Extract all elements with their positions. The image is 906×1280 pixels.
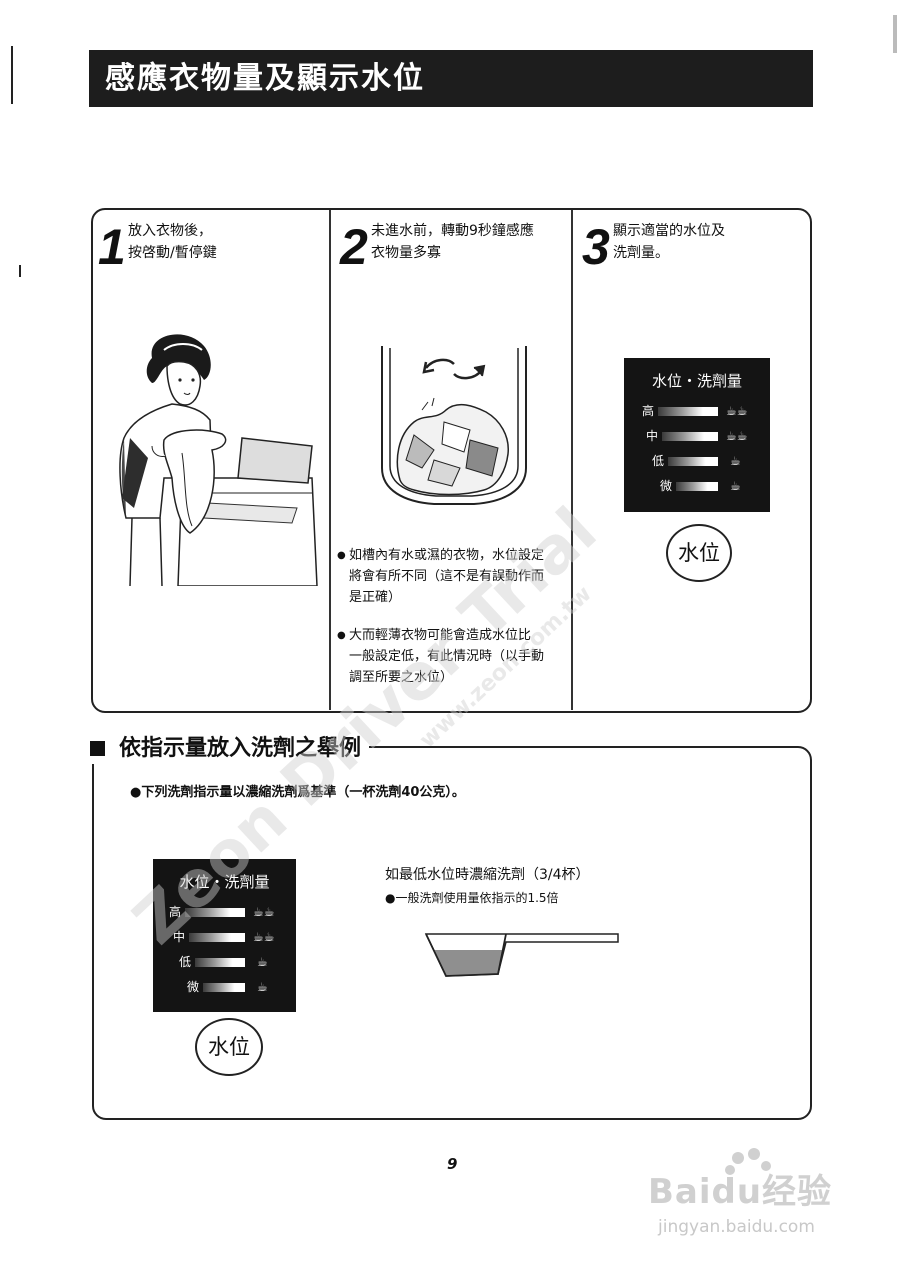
cup-icon: ☕ — [257, 955, 268, 969]
step-1-number: 1 — [98, 219, 126, 275]
step-2-number: 2 — [340, 219, 368, 275]
step-1-text: 放入衣物後， 按啓動/暫停鍵 — [128, 220, 217, 264]
margin-mark — [19, 265, 21, 277]
water-level-button[interactable]: 水位 — [666, 524, 732, 582]
level-bar — [662, 432, 718, 441]
level-row-high: 高 ☕☕ — [153, 906, 296, 918]
level-label: 低 — [179, 955, 192, 969]
lowest-level-text: 如最低水位時濃縮洗劑（3/4杯） — [385, 867, 590, 883]
level-bar — [195, 958, 245, 967]
level-label: 中 — [173, 930, 186, 944]
level-bar — [185, 908, 245, 917]
steps-box — [91, 208, 812, 713]
water-level-button[interactable]: 水位 — [195, 1018, 263, 1076]
cup-icon: ☕ — [730, 454, 741, 468]
note-line: 調至所要之水位） — [349, 670, 454, 685]
general-detergent-note: ●一般洗劑使用量依指示的1.5倍 — [385, 891, 559, 905]
cup-icon: ☕☕ — [253, 930, 275, 944]
step-2-line: 未進水前，轉動9秒鐘感應 — [371, 223, 534, 239]
cup-icon: ☕ — [257, 980, 268, 994]
level-bar — [658, 407, 718, 416]
note-light-clothes: 大而輕薄衣物可能會造成水位比 一般設定低，有此情況時（以手動 調至所要之水位） — [337, 625, 563, 688]
example-bullet: ●下列洗劑指示量以濃縮洗劑爲基準（一杯洗劑40公克）。 — [130, 785, 465, 800]
level-row-low: 低 ☕ — [624, 455, 770, 467]
woman-loading-washer-illustration — [119, 334, 318, 586]
section-heading: 依指示量放入洗劑之舉例 — [90, 734, 370, 764]
note-wet-laundry: 如槽內有水或濕的衣物，水位設定 將會有所不同（這不是有誤動作而 是正確） — [337, 545, 563, 608]
note-line: 是正確） — [349, 590, 402, 605]
step-1-line: 放入衣物後， — [128, 223, 212, 239]
section-heading-text: 依指示量放入洗劑之舉例 — [119, 736, 362, 761]
page-number: 9 — [447, 1155, 458, 1173]
note-line: 一般設定低，有此情況時（以手動 — [349, 649, 545, 664]
column-divider — [571, 210, 573, 710]
washing-tub-illustration — [381, 346, 527, 505]
cup-icon: ☕☕ — [726, 429, 748, 443]
step-3-line: 洗劑量。 — [613, 245, 669, 261]
column-divider — [329, 210, 331, 710]
level-label: 低 — [652, 454, 665, 468]
step-3-number: 3 — [582, 219, 610, 275]
level-bar — [668, 457, 718, 466]
level-row-mid: 中 ☕☕ — [153, 931, 296, 943]
heading-square-icon — [90, 741, 105, 756]
level-row-min: 微 ☕ — [153, 981, 296, 993]
cup-icon: ☕ — [730, 479, 741, 493]
level-bar — [189, 933, 245, 942]
step-3-text: 顯示適當的水位及 洗劑量。 — [613, 220, 725, 264]
level-label: 微 — [660, 479, 673, 493]
level-row-min: 微 ☕ — [624, 480, 770, 492]
level-row-high: 高 ☕☕ — [624, 405, 770, 417]
step-2-line: 衣物量多寡 — [371, 245, 441, 261]
level-label: 高 — [169, 905, 182, 919]
cup-icon: ☕☕ — [726, 404, 748, 418]
level-row-low: 低 ☕ — [153, 956, 296, 968]
level-bar — [203, 983, 245, 992]
margin-mark — [11, 46, 13, 104]
panel-title: 水位・洗劑量 — [651, 372, 742, 390]
water-level-display-panel: 水位・洗劑量 高 ☕☕ 中 ☕☕ 低 ☕ 微 ☕ — [153, 859, 296, 1012]
step-1-line: 按啓動/暫停鍵 — [128, 245, 217, 261]
margin-mark — [893, 15, 897, 53]
note-line: 如槽內有水或濕的衣物，水位設定 — [349, 548, 545, 563]
level-label: 高 — [642, 404, 655, 418]
cup-icon: ☕☕ — [253, 905, 275, 919]
baidu-paw-icon — [725, 1148, 771, 1175]
level-label: 中 — [646, 429, 659, 443]
step-3-line: 顯示適當的水位及 — [613, 223, 725, 239]
baidu-url-text: jingyan.baidu.com — [658, 1217, 815, 1237]
panel-title: 水位・洗劑量 — [179, 873, 270, 891]
step-2-text: 未進水前，轉動9秒鐘感應 衣物量多寡 — [371, 220, 534, 264]
level-label: 微 — [187, 980, 200, 994]
baidu-brand-text: Baidu经验 — [648, 1172, 833, 1212]
page-title: 感應衣物量及顯示水位 — [89, 50, 813, 107]
note-line: 將會有所不同（這不是有誤動作而 — [349, 569, 545, 584]
level-bar — [676, 482, 718, 491]
water-level-display-panel: 水位・洗劑量 高 ☕☕ 中 ☕☕ 低 ☕ 微 ☕ — [624, 358, 770, 512]
baidu-logo-watermark: Baidu经验 jingyan.baidu.com — [648, 1148, 833, 1237]
example-box — [92, 746, 812, 1120]
level-row-mid: 中 ☕☕ — [624, 430, 770, 442]
measuring-cup-icon — [424, 933, 619, 977]
note-line: 大而輕薄衣物可能會造成水位比 — [349, 628, 532, 643]
